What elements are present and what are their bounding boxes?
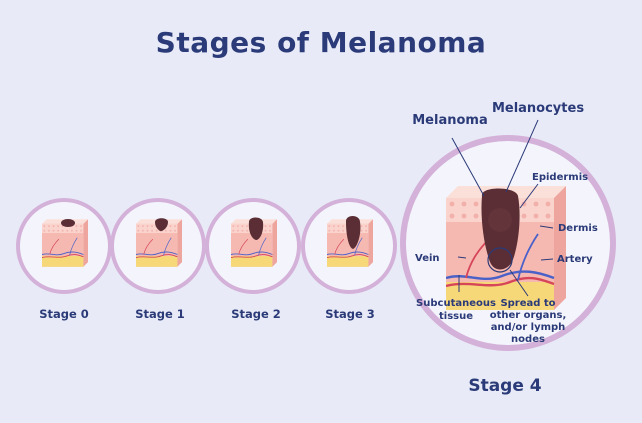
subcutaneous-label-line1: Subcutaneous [416, 298, 496, 309]
epidermis-label: Epidermis [532, 172, 588, 183]
spread-label-line1: Spread to [500, 298, 555, 309]
dermis-label: Dermis [558, 223, 598, 234]
stage-0-tumor [61, 219, 75, 227]
stage-4-tumor-texture [488, 208, 512, 232]
stage-3-label: Stage 3 [325, 307, 375, 321]
stage-4-illustration [400, 119, 616, 351]
melanocytes-label: Melanocytes [492, 101, 584, 116]
spread-label-line2: other organs, [490, 310, 567, 321]
stage-0-label: Stage 0 [39, 307, 89, 321]
spread-label-line3: and/or lymph [491, 322, 566, 333]
lymph-spread-circle [487, 247, 513, 273]
stage-2-illustration [205, 198, 301, 294]
subcutaneous-label-line2: tissue [439, 311, 473, 322]
stage-2-tumor [248, 217, 264, 240]
vein-label: Vein [415, 253, 440, 264]
stage-4-label: Stage 4 [468, 376, 541, 396]
stage-1-tumor [155, 218, 168, 232]
melanoma-label: Melanoma [412, 113, 488, 128]
stage-1-illustration [110, 198, 206, 294]
page-title: Stages of Melanoma [155, 26, 487, 59]
stage-0-illustration [16, 198, 112, 294]
stage-2-label: Stage 2 [231, 307, 281, 321]
artery-label: Artery [557, 254, 593, 265]
stage-3-illustration [301, 198, 397, 294]
stage-1-label: Stage 1 [135, 307, 185, 321]
stage-3-tumor [345, 216, 361, 249]
spread-label-line4: nodes [511, 334, 545, 345]
